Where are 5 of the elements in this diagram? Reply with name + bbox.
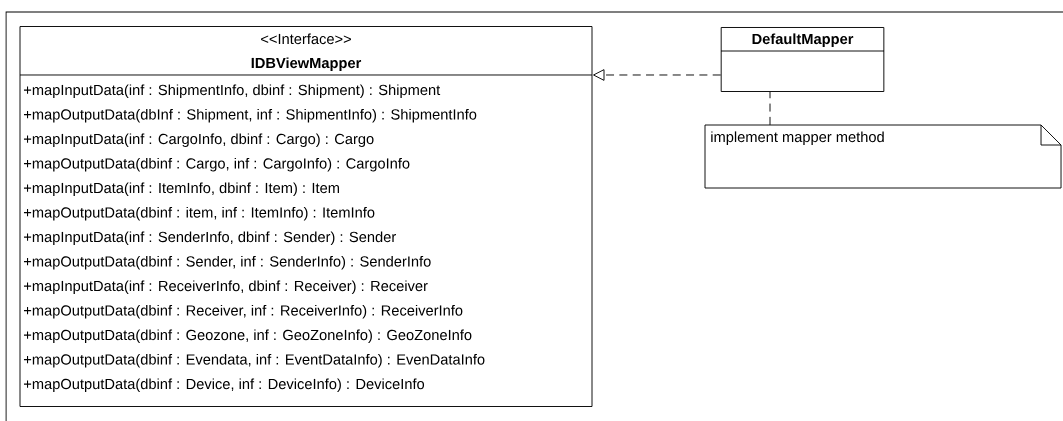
realization-arrow bbox=[593, 69, 722, 81]
note-box: implement mapper method bbox=[704, 124, 1062, 189]
class-box: DefaultMapper bbox=[720, 27, 885, 92]
note-anchor-line bbox=[769, 91, 771, 126]
class-box: <<Interface>> IDBViewMapper +mapInputData(inf : ShipmentInfo, dbinf : Shipment) : Shipment +mapOutputData(dbInf : Shipment, inf : ShipmentInfo) : ShipmentInfo +mapInputData(inf : CargoInfo, dbinf : Cargo) : Cargo +mapOutputData(dbinf : Cargo, inf : CargoInfo) : CargoInfo +mapInputData(inf : ItemInfo, dbinf : Item) : Item +mapOutputData(dbinf : item, inf : ItemInfo) : ItemInfo +mapInputData(inf : SenderInfo, dbinf : Sender) : Sender +mapOutputData(dbinf : Sender, inf : SenderInfo) : SenderInfo +mapInputData(inf : ReceiverInfo, dbinf : Receiver) : Receiver +mapOutputData(dbinf : Receiver, inf : ReceiverInfo) : ReceiverInfo +mapOutputData(dbinf : Geozone, inf : GeoZoneInfo) : GeoZoneInfo +mapOutputData(dbinf : Evendata, inf : EventDataInfo) : EvenDataInfo +mapOutputData(dbinf : Device, inf : DeviceInfo) : DeviceInfo bbox=[19, 26, 593, 407]
